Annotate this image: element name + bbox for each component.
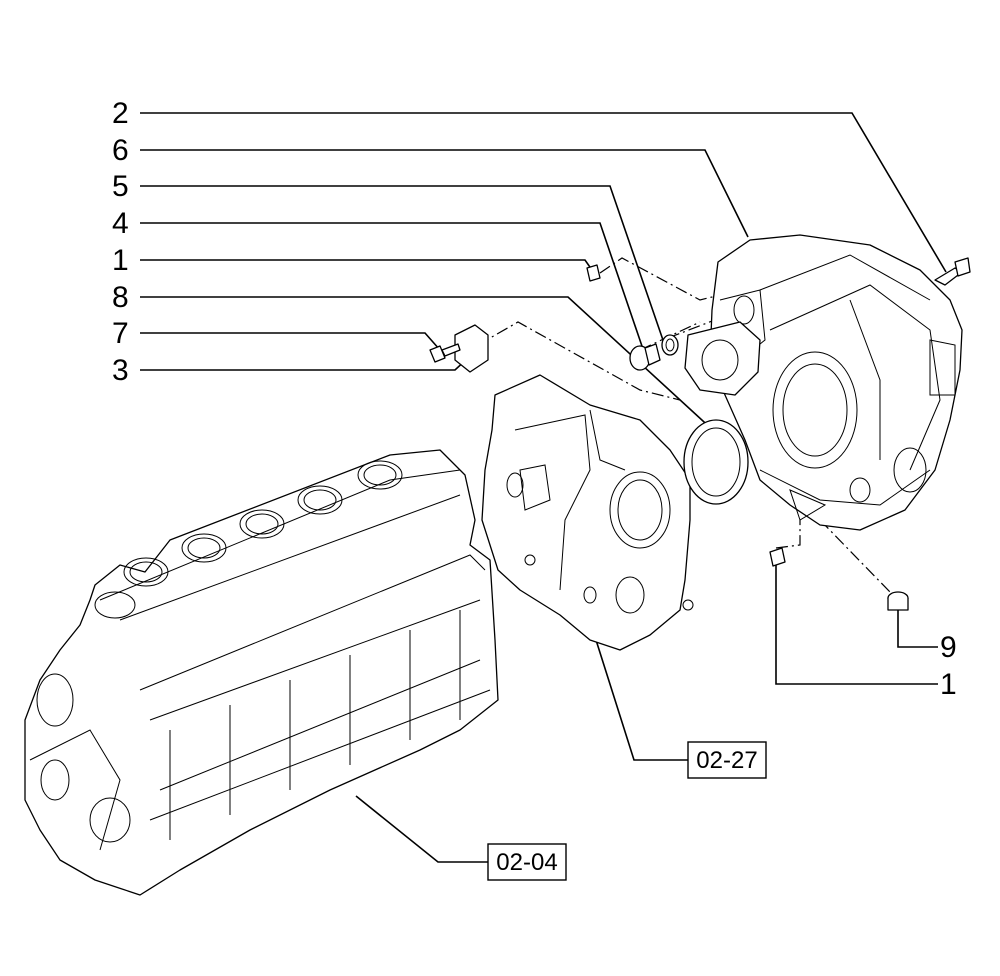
seal-ring-8 bbox=[683, 419, 749, 505]
callout-2: 2 bbox=[112, 97, 129, 130]
callout-1-bottom: 1 bbox=[940, 668, 957, 701]
callout-5: 5 bbox=[112, 170, 129, 203]
reference-label-02-04: 02-04 bbox=[496, 849, 557, 876]
oring-5 bbox=[661, 334, 679, 356]
leader-lines bbox=[140, 112, 947, 863]
callout-8: 8 bbox=[112, 281, 129, 314]
reference-box-02-04[interactable]: 02-04 bbox=[487, 843, 567, 881]
dowel-9 bbox=[887, 591, 909, 611]
flywheel-housing-drawing bbox=[684, 234, 963, 531]
bolt-7 bbox=[429, 343, 461, 363]
plug-1-top bbox=[586, 264, 601, 282]
callout-9: 9 bbox=[940, 631, 957, 664]
engine-block-drawing bbox=[24, 449, 499, 896]
callout-labels: 2 6 5 4 1 8 7 3 9 1 bbox=[112, 97, 957, 701]
callout-3: 3 bbox=[112, 354, 129, 387]
callout-6: 6 bbox=[112, 134, 129, 167]
gear-housing-plate-drawing bbox=[481, 374, 694, 651]
plug-1-bottom bbox=[769, 547, 786, 567]
small-parts bbox=[429, 257, 971, 611]
bolt-2 bbox=[934, 257, 971, 286]
reference-label-02-27: 02-27 bbox=[696, 747, 757, 774]
callout-1-top: 1 bbox=[112, 244, 129, 277]
plug-4 bbox=[629, 343, 661, 371]
callout-7: 7 bbox=[112, 317, 129, 350]
callout-4: 4 bbox=[112, 207, 129, 240]
reference-box-02-27[interactable]: 02-27 bbox=[687, 741, 767, 779]
cover-3 bbox=[454, 324, 489, 373]
